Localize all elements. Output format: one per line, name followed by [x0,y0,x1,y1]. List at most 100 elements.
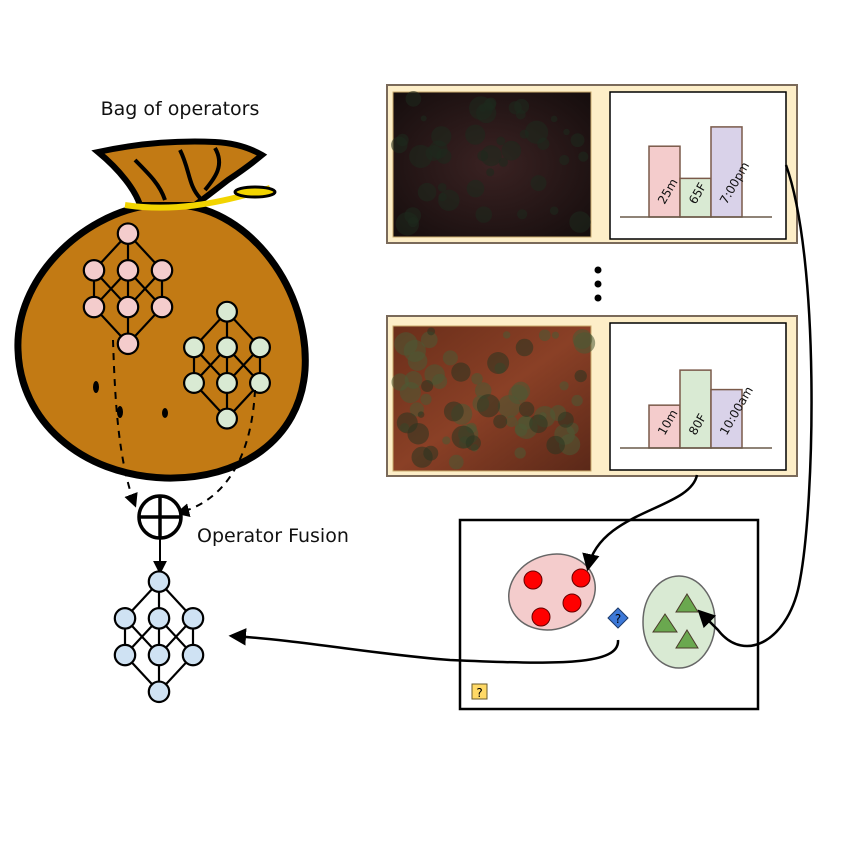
network-node [216,336,239,359]
vegetation [514,447,526,459]
vegetation [511,381,531,401]
vegetation [559,154,570,166]
vegetation [448,454,464,470]
operator-fusion-label: Operator Fusion [197,525,349,547]
network-node [183,336,206,359]
vegetation [501,140,522,161]
vegetation [407,216,419,228]
vegetation [421,379,434,393]
vegetation [571,394,583,407]
vegetation [559,433,581,456]
vegetation [574,369,587,383]
vegetation [578,151,589,162]
network-node [116,332,140,356]
bag-title: Bag of operators [101,98,260,120]
pink-operator-network [82,222,174,356]
red-point [523,570,543,590]
network-node [249,371,272,394]
vegetation [517,209,528,220]
vegetation [420,331,438,349]
svg-text:?: ? [615,612,621,626]
network-node [216,300,239,323]
vegetation [431,126,452,147]
vegetation [427,327,436,336]
network-node [82,259,106,282]
arrow-panel1-to-green-cluster [697,164,813,648]
network-node [183,371,206,394]
red-point [571,568,591,588]
network-node [216,407,239,430]
vegetation [442,436,451,445]
vegetation [502,331,511,339]
vegetation [529,414,548,434]
cluster-box: ? ? [458,518,760,711]
network-node [150,295,174,319]
query-point-diamond: ? [607,607,629,629]
vegetation [476,394,501,418]
green-point [675,593,699,613]
vegetation [508,101,522,115]
vegetation [438,189,460,211]
vegetation [391,373,409,391]
network-node [147,680,171,704]
vegetation [403,339,426,362]
red-point [562,593,582,613]
network-node [116,295,140,319]
vegetation [557,411,574,428]
vegetation [451,362,471,382]
vegetation [471,373,483,385]
bar [710,126,743,218]
network-node [150,259,174,282]
network-node [181,643,205,667]
query-legend-square: ? [471,683,488,700]
ellipsis-dots [594,266,602,302]
vegetation [480,145,502,167]
network-node [116,259,140,282]
vegetation [515,338,534,357]
vegetation [483,98,497,111]
bar [679,177,712,218]
bar [710,388,743,449]
dashed-arrow-green-to-fusion [175,389,256,518]
vegetation [437,182,447,192]
network-node [82,295,106,319]
vegetation [417,182,437,202]
vegetation [551,331,560,339]
network-node [249,336,272,359]
vegetation [546,435,565,455]
vegetation [496,136,506,146]
vegetation [423,445,439,461]
network-node [113,607,137,630]
arrow-panel2-to-red-cluster [582,474,699,572]
vegetation [505,415,518,428]
vegetation [420,393,432,405]
vegetation [559,381,569,391]
vegetation [563,128,570,136]
vegetation [404,371,423,389]
green-point [675,629,699,649]
vegetation [572,329,593,349]
network-node [216,371,239,394]
vegetation [570,133,585,148]
vegetation [550,115,558,123]
svg-text:?: ? [476,686,482,700]
red-point [531,607,551,627]
vegetation [417,411,425,418]
vegetation [465,124,486,145]
vegetation [530,175,547,192]
vegetation [465,435,481,451]
vegetation [486,168,495,177]
vegetation [549,206,559,215]
green-point [652,613,678,633]
vegetation [487,351,510,374]
vegetation [524,120,549,144]
fusion-operator-icon [137,494,183,540]
vegetation [518,401,535,417]
vegetation [405,91,422,107]
arrow-query-to-fused-network [228,628,620,664]
green-cluster [642,575,716,669]
